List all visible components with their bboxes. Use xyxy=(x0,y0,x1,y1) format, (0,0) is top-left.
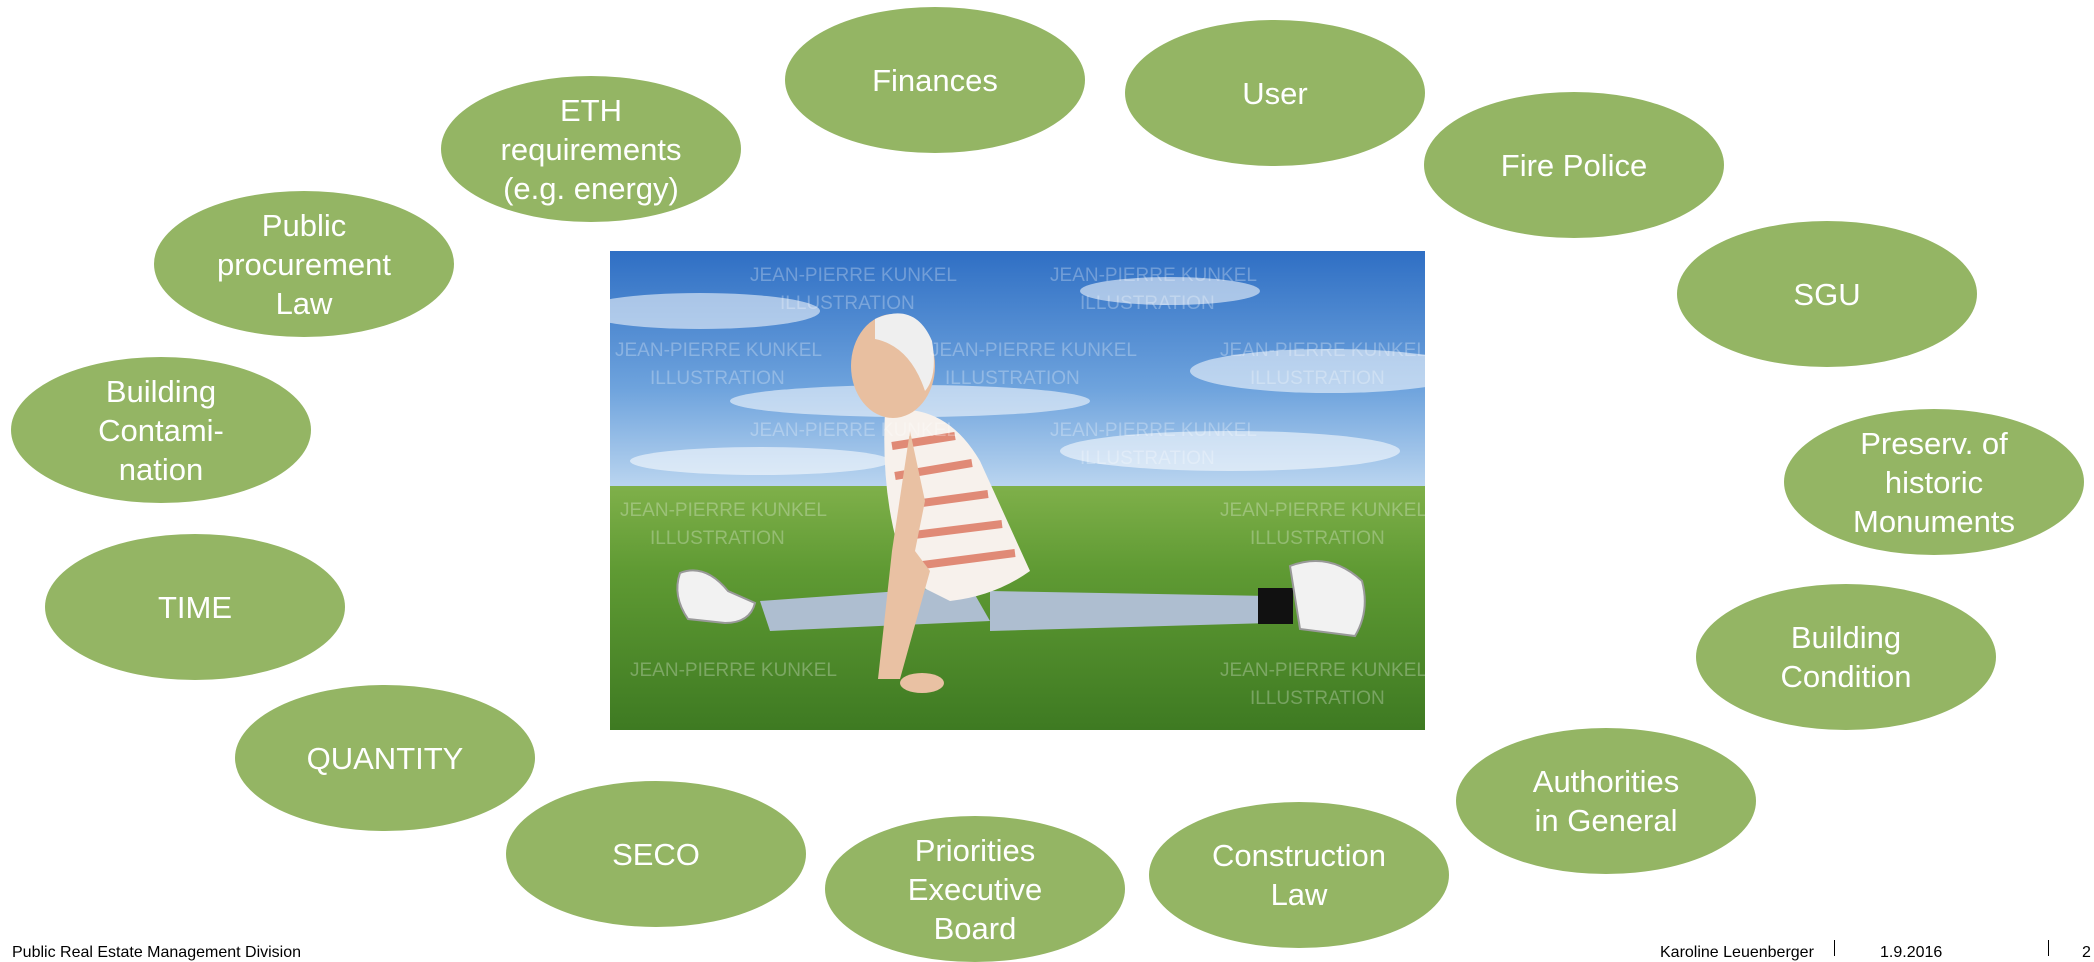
footer-page-number: 2 xyxy=(2082,944,2091,961)
bubble-building-contamination: Building Contami- nation xyxy=(11,357,311,503)
bubble-eth-requirements: ETH requirements (e.g. energy) xyxy=(441,76,741,222)
svg-text:ILLUSTRATION: ILLUSTRATION xyxy=(780,293,915,314)
bubble-sgu: SGU xyxy=(1677,221,1977,367)
svg-text:ILLUSTRATION: ILLUSTRATION xyxy=(1250,688,1385,709)
svg-text:JEAN-PIERRE KUNKEL: JEAN-PIERRE KUNKEL xyxy=(1220,340,1425,361)
footer-author: Karoline Leuenberger xyxy=(1660,944,1814,961)
svg-text:JEAN-PIERRE KUNKEL: JEAN-PIERRE KUNKEL xyxy=(615,340,822,361)
svg-text:ILLUSTRATION: ILLUSTRATION xyxy=(1250,368,1385,389)
bubble-authorities-in-general: Authorities in General xyxy=(1456,728,1756,874)
bubble-priorities-executive-board: Priorities Executive Board xyxy=(825,816,1125,962)
svg-text:ILLUSTRATION: ILLUSTRATION xyxy=(1080,448,1215,469)
svg-text:ILLUSTRATION: ILLUSTRATION xyxy=(1080,293,1215,314)
footer-date: 1.9.2016 xyxy=(1880,944,1943,961)
svg-text:ILLUSTRATION: ILLUSTRATION xyxy=(1250,528,1385,549)
bubble-building-condition: Building Condition xyxy=(1696,584,1996,730)
svg-text:JEAN-PIERRE KUNKEL: JEAN-PIERRE KUNKEL xyxy=(620,500,827,521)
bubble-time: TIME xyxy=(45,534,345,680)
photo-watermark: JEAN-PIERRE KUNKEL ILLUSTRATION JEAN-PIE… xyxy=(615,265,1425,709)
clouds xyxy=(610,277,1425,475)
bubble-quantity: QUANTITY xyxy=(235,685,535,831)
bubble-finances: Finances xyxy=(785,7,1085,153)
svg-text:ILLUSTRATION: ILLUSTRATION xyxy=(650,368,785,389)
bubble-fire-police: Fire Police xyxy=(1424,92,1724,238)
svg-text:JEAN-PIERRE KUNKEL: JEAN-PIERRE KUNKEL xyxy=(630,660,837,681)
svg-text:JEAN-PIERRE KUNKEL: JEAN-PIERRE KUNKEL xyxy=(1050,420,1257,441)
man-figure xyxy=(676,313,1366,693)
svg-text:JEAN-PIERRE KUNKEL: JEAN-PIERRE KUNKEL xyxy=(750,265,957,286)
svg-text:JEAN-PIERRE KUNKEL: JEAN-PIERRE KUNKEL xyxy=(1220,660,1425,681)
footer-separator xyxy=(2048,940,2049,956)
bubble-construction-law: Construction Law xyxy=(1149,802,1449,948)
footer-division: Public Real Estate Management Division xyxy=(12,944,302,961)
bubble-historic-monuments: Preserv. of historic Monuments xyxy=(1784,409,2084,555)
svg-text:JEAN-PIERRE KUNKEL: JEAN-PIERRE KUNKEL xyxy=(1220,500,1425,521)
stretching-man-photo: JEAN-PIERRE KUNKEL ILLUSTRATION JEAN-PIE… xyxy=(610,251,1425,730)
bubble-user: User xyxy=(1125,20,1425,166)
svg-text:JEAN-PIERRE KUNKEL: JEAN-PIERRE KUNKEL xyxy=(1050,265,1257,286)
bubble-seco: SECO xyxy=(506,781,806,927)
svg-text:ILLUSTRATION: ILLUSTRATION xyxy=(945,368,1080,389)
bubble-public-procurement-law: Public procurement Law xyxy=(154,191,454,337)
svg-text:JEAN-PIERRE KUNKEL: JEAN-PIERRE KUNKEL xyxy=(750,420,957,441)
svg-text:JEAN-PIERRE KUNKEL: JEAN-PIERRE KUNKEL xyxy=(930,340,1137,361)
footer-separator xyxy=(1834,940,1835,956)
svg-text:ILLUSTRATION: ILLUSTRATION xyxy=(650,528,785,549)
photo-illustration: JEAN-PIERRE KUNKEL ILLUSTRATION JEAN-PIE… xyxy=(610,251,1425,730)
